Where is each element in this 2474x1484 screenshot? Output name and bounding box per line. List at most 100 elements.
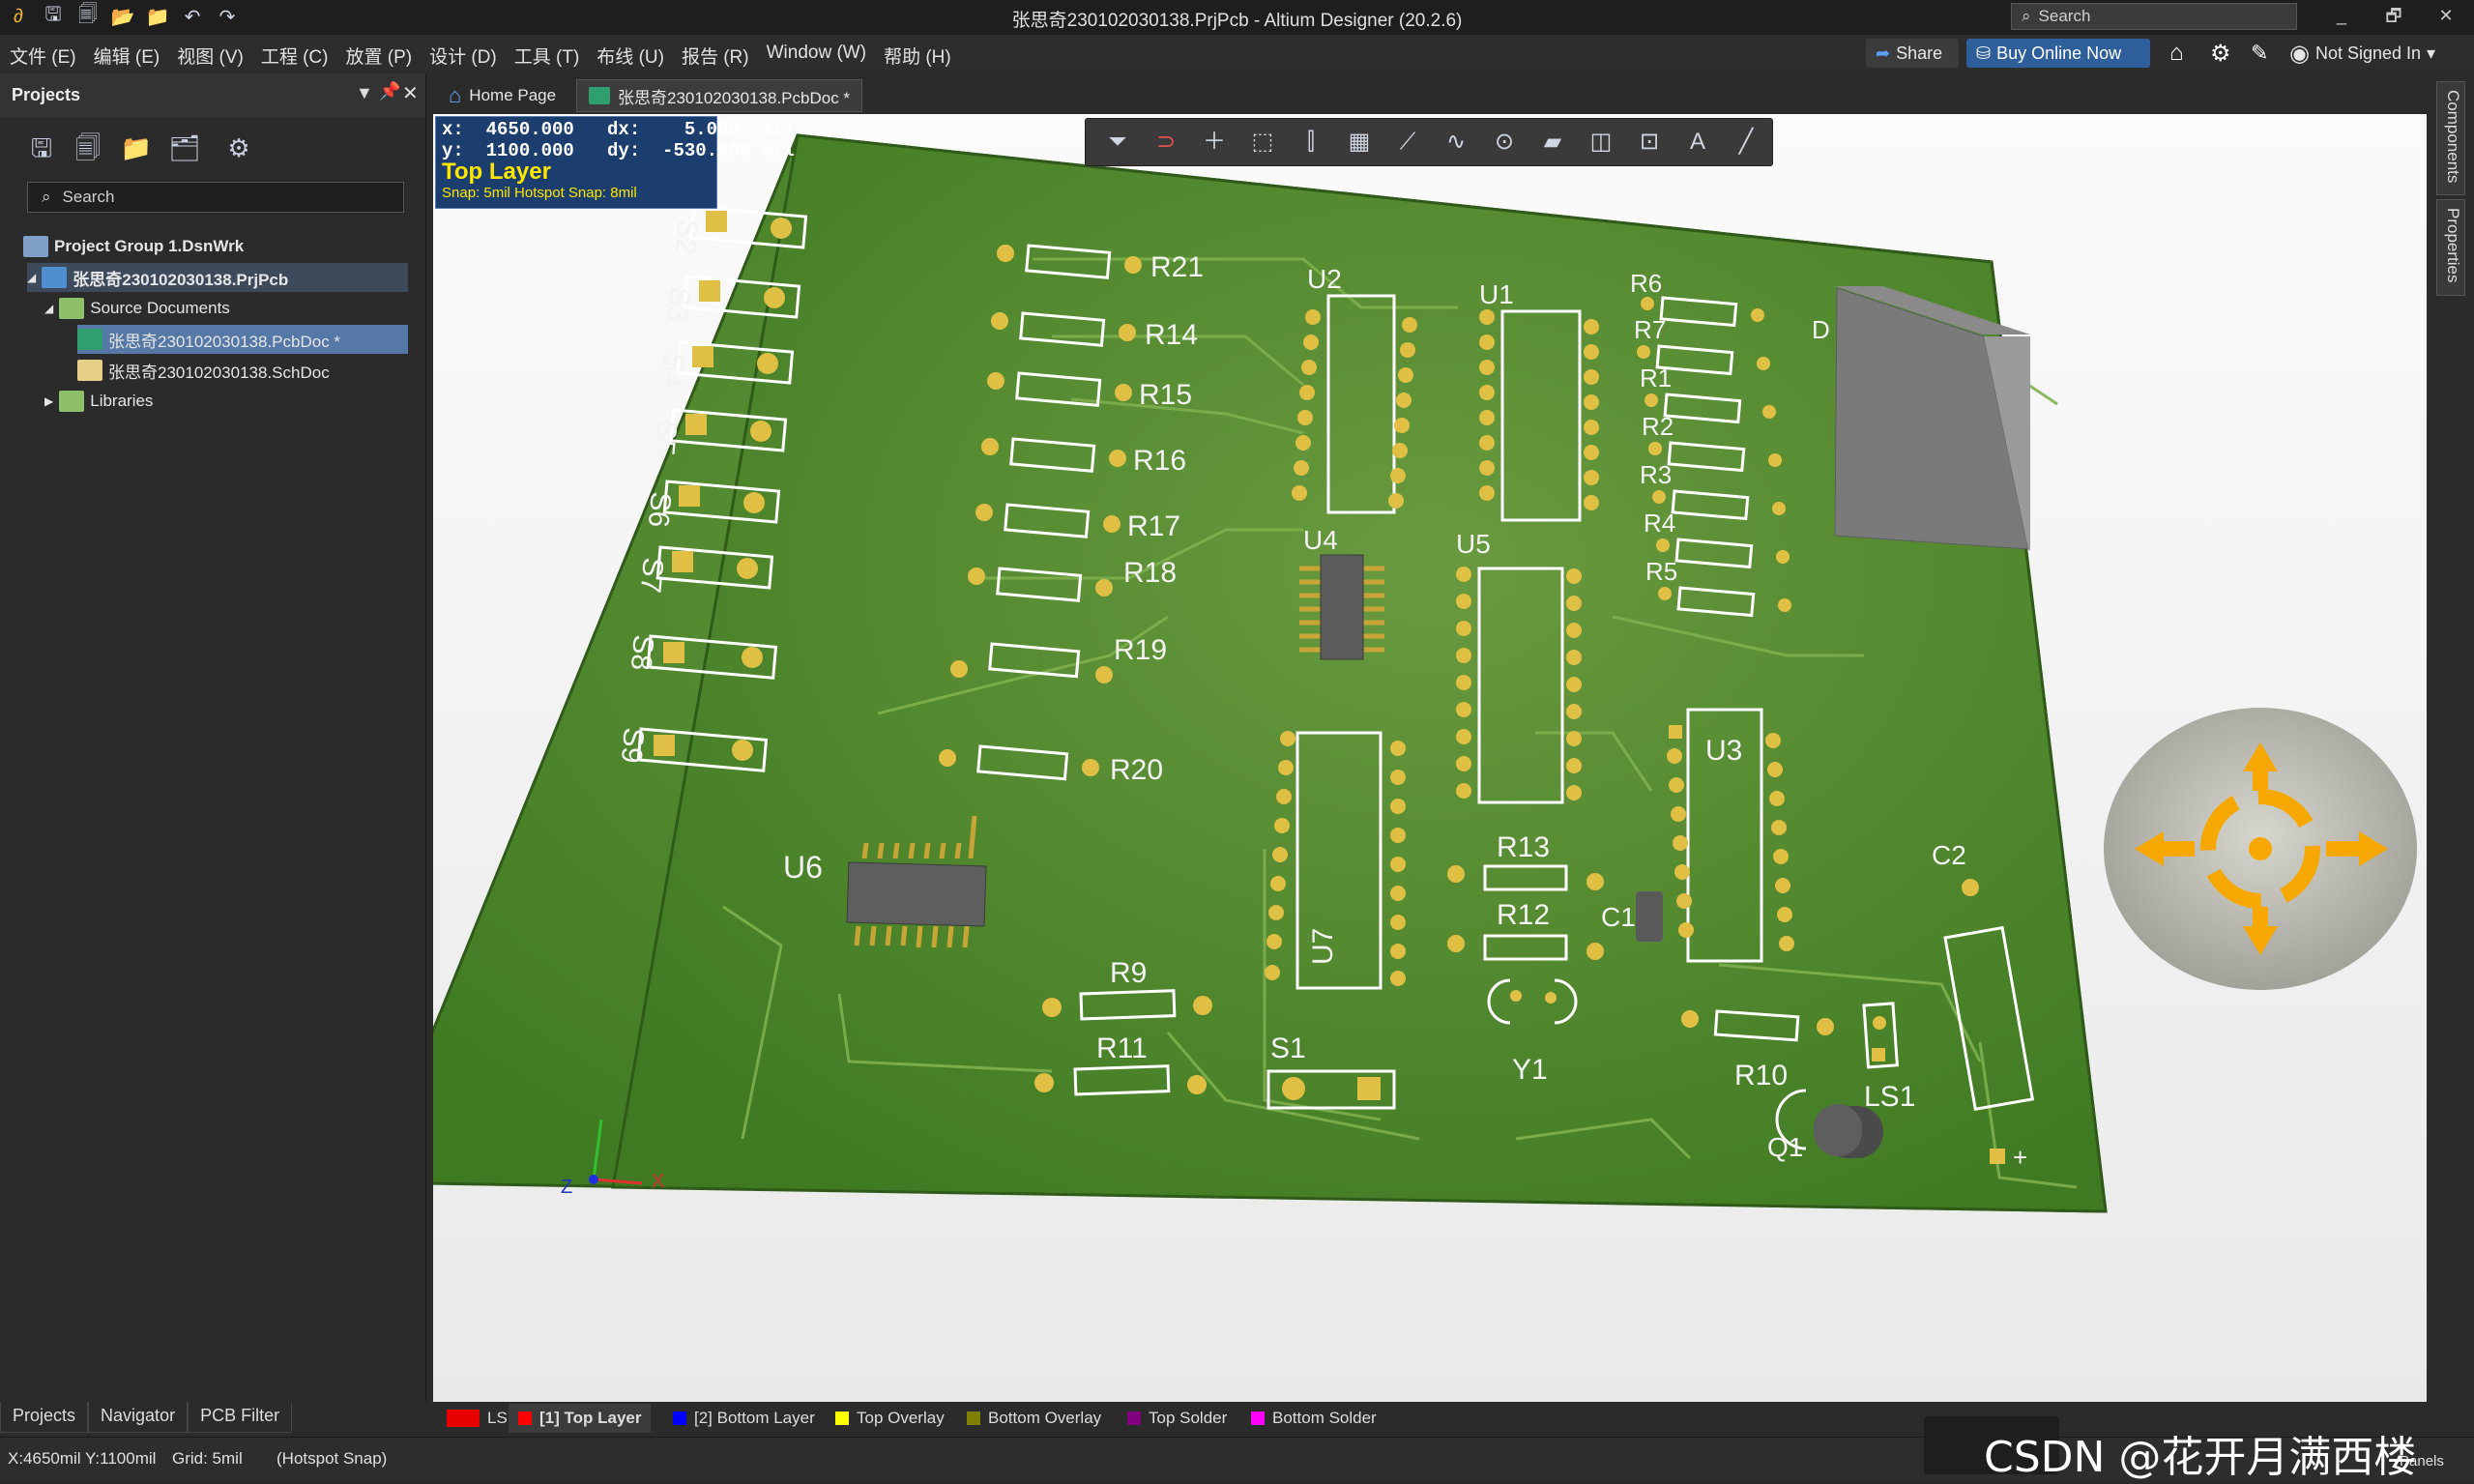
panels-button[interactable]: Panels (2400, 1453, 2444, 1469)
menu-window[interactable]: Window (W) (766, 43, 867, 63)
tab-pcb-document[interactable]: 张思奇230102030138.PcbDoc * (576, 79, 863, 112)
tree-pcb-doc[interactable]: 张思奇230102030138.PcbDoc * (77, 325, 408, 354)
close-window-button[interactable]: ✕ (2438, 6, 2454, 25)
crosshair-icon[interactable]: ＋ (1203, 129, 1226, 155)
text-icon[interactable]: A (1689, 129, 1705, 155)
share-button[interactable]: ➦ Share (1866, 39, 1959, 68)
label-r15: R15 (1139, 379, 1192, 411)
ic-pads (1265, 309, 1794, 986)
undo-icon[interactable]: ↶ (184, 6, 201, 28)
label-s2: S2 (669, 218, 704, 255)
menu-view[interactable]: 视图 (V) (177, 47, 244, 68)
label-d: D (1812, 315, 1830, 344)
select-rect-icon[interactable]: ⬚ (1251, 129, 1274, 155)
global-search-input[interactable]: ⌕ Search (2011, 3, 2297, 30)
chevron-down-icon: ▾ (2427, 43, 2436, 63)
interactive-route-icon[interactable]: ⟋ (1399, 129, 1416, 155)
project-options-icon[interactable]: 📁 (120, 133, 153, 162)
rectangle-icon[interactable]: ◫ (1589, 129, 1613, 155)
redo-icon[interactable]: ↷ (218, 6, 236, 28)
minimize-button[interactable]: _ (2336, 6, 2346, 25)
close-panel-icon[interactable]: ✕ (402, 83, 419, 104)
line-icon[interactable]: ╱ (1738, 129, 1754, 155)
layer-tab-label: Bottom Solder (1272, 1409, 1377, 1427)
filter-icon[interactable]: ⏷ (1108, 129, 1127, 155)
via-icon[interactable]: ⊙ (1494, 129, 1515, 155)
save-icon[interactable]: 🖫 (44, 4, 62, 25)
layer-tab-bottom-overlay[interactable]: Bottom Overlay (957, 1404, 1111, 1433)
share-icon: ➦ (1876, 43, 1891, 63)
tree-project[interactable]: ◢ 张思奇230102030138.PrjPcb (27, 263, 408, 292)
tab-navigator[interactable]: Navigator (88, 1402, 189, 1433)
layer-tab-top-overlay[interactable]: Top Overlay (826, 1404, 954, 1433)
align-icon[interactable]: ⫿ (1307, 129, 1315, 155)
layer-set-label: LS (487, 1409, 508, 1427)
tab-components[interactable]: Components (2436, 81, 2465, 195)
layer-tab-top[interactable]: [1] Top Layer (509, 1404, 652, 1433)
buy-online-button[interactable]: ⛁ Buy Online Now (1966, 39, 2150, 68)
menu-tools[interactable]: 工具 (T) (513, 47, 580, 68)
nav-up-arrow-icon[interactable] (2243, 742, 2278, 791)
tab-home-page[interactable]: ⌂ Home Page (437, 79, 568, 112)
projects-search-input[interactable]: ⌕ Search (27, 182, 404, 213)
folder-icon (59, 391, 85, 412)
pin-icon[interactable]: 📌 (379, 81, 401, 101)
diff-pair-icon[interactable]: ∿ (1445, 129, 1467, 155)
nav-down-arrow-icon[interactable] (2243, 907, 2278, 955)
logo-icon[interactable]: ∂ (14, 5, 23, 27)
menu-reports[interactable]: 报告 (R) (681, 47, 749, 68)
pcb-silkscreen-labels: S2 S3 S4 S5 S6 S7 S8 S9 R21 R14 R15 R16 … (561, 218, 2027, 1198)
route-icon[interactable]: ⊃ (1155, 129, 1177, 155)
dimension-icon[interactable]: ⊡ (1639, 129, 1660, 155)
label-r17: R17 (1127, 510, 1180, 542)
project-folder-icon[interactable]: 🗂 (168, 133, 201, 162)
menu-place[interactable]: 放置 (P) (345, 47, 413, 68)
tab-pcb-filter[interactable]: PCB Filter (188, 1402, 293, 1433)
nav-left-arrow-icon[interactable] (2135, 831, 2195, 866)
menu-route[interactable]: 布线 (U) (597, 47, 664, 68)
notifications-icon[interactable]: ✎ (2251, 41, 2269, 65)
menu-help[interactable]: 帮助 (H) (884, 47, 951, 68)
user-account-button[interactable]: ◉ Not Signed In ▾ (2280, 39, 2445, 68)
save-all-icon[interactable]: 🗐 (78, 4, 98, 25)
ic-u4-body (1299, 554, 1384, 660)
label-s8: S8 (625, 633, 659, 671)
tree-libraries[interactable]: ▶ Libraries (44, 387, 153, 416)
menu-project[interactable]: 工程 (C) (260, 47, 329, 68)
ime-indicator (1924, 1416, 2059, 1474)
layer-swatch (518, 1411, 532, 1425)
layer-swatch (967, 1411, 980, 1425)
layer-set-tab[interactable]: LS (437, 1404, 517, 1433)
pcb-3d-viewport[interactable]: S2 S3 S4 S5 S6 S7 S8 S9 R21 R14 R15 R16 … (433, 114, 2427, 1402)
label-ls1: LS1 (1864, 1081, 1915, 1113)
restore-button[interactable]: 🗗 (2385, 6, 2402, 25)
home-icon[interactable]: ⌂ (2169, 40, 2184, 66)
tab-projects[interactable]: Projects (0, 1402, 89, 1433)
panel-menu-icon[interactable]: ▼ (356, 83, 373, 102)
layer-swatch (1127, 1411, 1141, 1425)
polygon-icon[interactable]: ▰ (1543, 129, 1562, 155)
layer-tab-bottom[interactable]: [2] Bottom Layer (663, 1404, 825, 1433)
open-icon[interactable]: 📂 (110, 6, 135, 28)
label-r10: R10 (1734, 1060, 1788, 1091)
gear-icon[interactable]: ⚙ (2210, 40, 2231, 67)
component-icon[interactable]: ▦ (1348, 129, 1371, 155)
save-project-icon[interactable]: 🖫 (30, 133, 53, 162)
open-project-icon[interactable]: 📁 (145, 6, 170, 28)
nav-right-arrow-icon[interactable] (2326, 831, 2388, 866)
menu-design[interactable]: 设计 (D) (429, 47, 497, 68)
settings-gear-icon[interactable]: ⚙ (227, 133, 250, 162)
view-navigation-widget[interactable] (2104, 708, 2417, 990)
layer-tab-bottom-solder[interactable]: Bottom Solder (1241, 1404, 1386, 1433)
tree-source-documents[interactable]: ◢ Source Documents (44, 294, 230, 323)
left-resistor-outlines (976, 244, 1112, 781)
share-label: Share (1896, 43, 1943, 63)
compile-icon[interactable]: 🗐 (75, 133, 101, 162)
tree-project-group[interactable]: Project Group 1.DsnWrk (23, 232, 244, 261)
tree-sch-doc[interactable]: 张思奇230102030138.SchDoc (77, 356, 330, 385)
tab-properties[interactable]: Properties (2436, 199, 2465, 296)
menu-file[interactable]: 文件 (E) (10, 47, 76, 68)
menu-edit[interactable]: 编辑 (E) (93, 47, 160, 68)
layer-tab-top-solder[interactable]: Top Solder (1118, 1404, 1237, 1433)
label-r19: R19 (1114, 634, 1167, 666)
